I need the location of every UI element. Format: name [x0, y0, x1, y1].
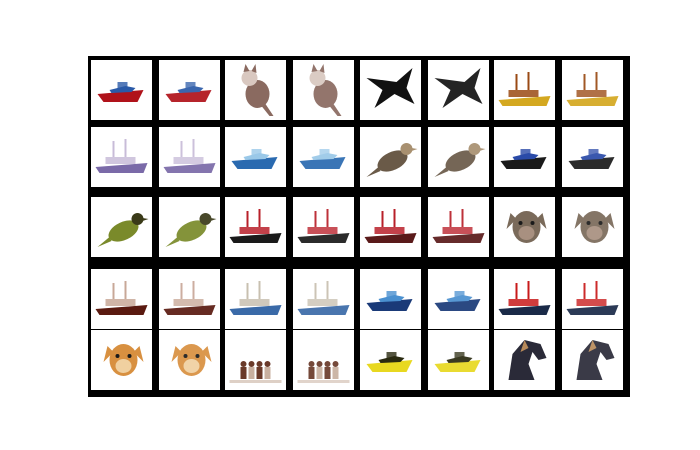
dog-icon	[574, 211, 615, 243]
boat-icon	[165, 82, 212, 102]
dog-icon	[103, 344, 144, 376]
thumbnail-image	[360, 127, 421, 187]
bird-icon	[97, 213, 149, 247]
cat-icon	[241, 64, 274, 116]
ship-icon	[498, 72, 551, 106]
thumbnail-image	[293, 269, 354, 329]
bird-icon	[165, 213, 217, 247]
cat-icon	[309, 64, 342, 116]
ship-icon	[297, 281, 350, 315]
thumbnail-image	[360, 197, 421, 257]
boat-icon	[366, 291, 413, 311]
image-grid-panel	[88, 56, 630, 397]
thumbnail-image	[428, 269, 489, 329]
boat-icon	[568, 149, 615, 169]
thumbnail-image	[562, 330, 623, 390]
ship-icon	[163, 139, 216, 173]
bird-icon	[366, 143, 418, 177]
thumbnail-image	[360, 60, 421, 120]
ship-icon	[297, 209, 350, 243]
thumbnail-image	[159, 197, 220, 257]
people-icon	[297, 361, 350, 383]
thumbnail-image	[159, 127, 220, 187]
thumbnail-image	[562, 197, 623, 257]
thumbnail-image	[428, 330, 489, 390]
thumbnail-image	[494, 60, 555, 120]
ship-icon	[432, 209, 485, 243]
thumbnail-image	[159, 269, 220, 329]
thumbnail-image	[91, 269, 152, 329]
thumbnail-image	[293, 330, 354, 390]
boat-icon	[231, 149, 278, 169]
ship-icon	[566, 72, 619, 106]
thumbnail-image	[225, 269, 286, 329]
boat-icon	[97, 82, 144, 102]
boat-icon	[434, 291, 481, 311]
thumbnail-image	[91, 330, 152, 390]
boat-icon	[366, 352, 413, 372]
thumbnail-image	[494, 127, 555, 187]
thumbnail-image	[91, 60, 152, 120]
people-icon	[229, 361, 282, 383]
ship-icon	[498, 281, 551, 315]
thumbnail-image	[360, 330, 421, 390]
horse-icon	[508, 340, 547, 380]
thumbnail-image	[159, 330, 220, 390]
thumbnail-image	[293, 60, 354, 120]
thumbnail-image	[428, 127, 489, 187]
thumbnail-image	[562, 269, 623, 329]
ship-icon	[229, 281, 282, 315]
ship-icon	[364, 209, 417, 243]
airplane-icon	[366, 68, 415, 108]
thumbnail-image	[159, 60, 220, 120]
thumbnail-image	[562, 127, 623, 187]
ship-icon	[163, 281, 216, 315]
thumbnail-image	[91, 197, 152, 257]
dog-icon	[171, 344, 212, 376]
thumbnail-image	[91, 127, 152, 187]
thumbnail-image	[360, 269, 421, 329]
thumbnail-image	[293, 127, 354, 187]
dog-icon	[506, 211, 547, 243]
thumbnail-image	[494, 330, 555, 390]
boat-icon	[299, 149, 346, 169]
ship-icon	[566, 281, 619, 315]
thumbnail-image	[428, 197, 489, 257]
ship-icon	[95, 281, 148, 315]
thumbnail-image	[562, 60, 623, 120]
horse-icon	[576, 340, 615, 380]
thumbnail-image	[428, 60, 489, 120]
ship-icon	[229, 209, 282, 243]
thumbnail-image	[293, 197, 354, 257]
thumbnail-image	[225, 60, 286, 120]
bird-icon	[434, 143, 486, 177]
thumbnail-image	[225, 330, 286, 390]
boat-icon	[500, 149, 547, 169]
thumbnail-image	[225, 197, 286, 257]
thumbnail-image	[225, 127, 286, 187]
thumbnail-image	[494, 269, 555, 329]
airplane-icon	[434, 68, 483, 108]
ship-icon	[95, 139, 148, 173]
thumbnail-image	[494, 197, 555, 257]
boat-icon	[434, 352, 481, 372]
